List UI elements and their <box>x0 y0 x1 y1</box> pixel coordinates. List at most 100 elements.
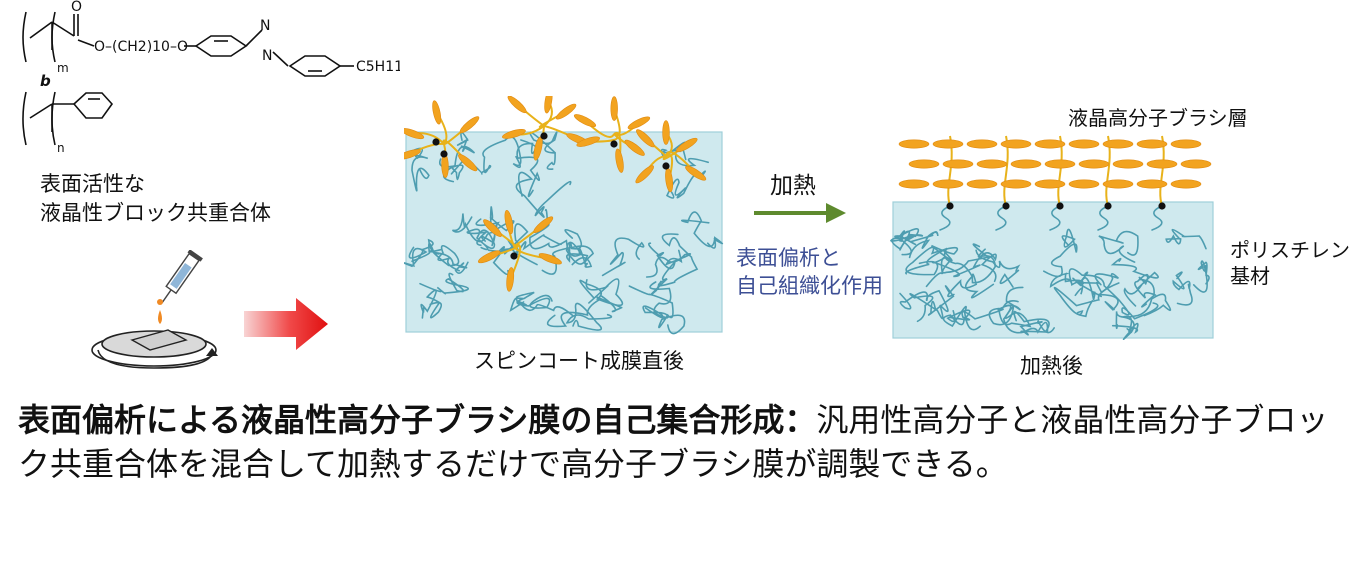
anchor-chain <box>1097 205 1109 231</box>
mesogen-unit <box>1102 179 1134 189</box>
polystyrene-chain <box>905 244 959 276</box>
polystyrene-chain <box>681 211 724 249</box>
mesogen-unit <box>504 210 514 235</box>
heating-label: 加熱 <box>770 173 816 199</box>
polystyrene-chain <box>1043 228 1078 278</box>
mesogen-unit <box>555 103 577 120</box>
film-after-heating <box>890 135 1214 341</box>
anchor-point <box>1002 202 1010 210</box>
polystyrene-chain <box>1078 271 1119 294</box>
spacer-chain-label: O–(CH2)10–O <box>94 39 188 55</box>
anchor-point <box>540 132 548 140</box>
mechanism-label-line2: 自己組織化作用 <box>736 274 883 298</box>
polystyrene-chain <box>420 289 443 319</box>
pentyl-label: C5H11 <box>356 59 400 75</box>
polystyrene-chain <box>579 278 624 307</box>
polystyrene-chain <box>564 228 589 265</box>
polystyrene-chain <box>1134 273 1157 308</box>
mesogen-unit <box>544 96 553 114</box>
mechanism-label-line1: 表面偏析と <box>736 246 841 270</box>
polystyrene-chain <box>404 238 440 268</box>
polystyrene-chain <box>645 249 691 278</box>
mesogen-unit <box>976 159 1008 169</box>
mesogen-unit <box>942 159 974 169</box>
chemical-structure: O O–(CH2)10–O N N C5H11 b m n <box>22 0 400 155</box>
mesogen-unit <box>1136 139 1168 149</box>
polystyrene-chain <box>947 248 997 298</box>
anchor-point <box>1104 202 1112 210</box>
mesogen-unit <box>1068 139 1100 149</box>
mesogen-unit <box>1010 159 1042 169</box>
anchor-point <box>440 150 448 158</box>
mesogen-unit <box>538 253 562 265</box>
polystyrene-chain <box>515 291 553 309</box>
green-arrow <box>754 203 846 223</box>
polystyrene-chain <box>546 295 623 328</box>
mesogen-unit <box>404 149 421 160</box>
mesogen-unit <box>898 179 930 189</box>
anchor-point <box>510 252 518 260</box>
polystyrene-chain <box>411 242 469 274</box>
polystyrene-chain <box>909 285 955 323</box>
mesogen-unit <box>1146 159 1178 169</box>
mesogen-unit <box>1170 139 1202 149</box>
mesogen-unit <box>1102 139 1134 149</box>
mesogen-unit <box>898 139 930 149</box>
mesogen-unit <box>966 179 998 189</box>
anchor-point <box>610 140 618 148</box>
polystyrene-chain <box>1049 272 1084 297</box>
mesogen-unit <box>1170 179 1202 189</box>
mesogen-unit <box>507 96 527 114</box>
mesogen-unit <box>404 128 425 140</box>
substrate-label-line2: 基材 <box>1230 264 1270 288</box>
mesogen-unit <box>635 165 654 184</box>
polystyrene-chain <box>411 147 430 192</box>
mesogen-unit <box>662 120 670 145</box>
mesogen-unit <box>908 159 940 169</box>
mesogen-unit <box>1000 179 1032 189</box>
polystyrene-chain <box>419 272 469 295</box>
block-link-label: b <box>40 72 51 90</box>
film-after-spin-coat <box>404 96 724 335</box>
polystyrene-chain <box>890 227 924 251</box>
polystyrene-chain <box>657 233 699 287</box>
polystyrene-chain <box>529 131 558 170</box>
mesogen-unit <box>685 165 707 181</box>
anchor-chain <box>1151 205 1163 231</box>
polystyrene-chain <box>642 281 672 319</box>
anchor-chain <box>939 205 951 231</box>
polystyrene-chain <box>1072 277 1119 311</box>
polystyrene-chain <box>899 231 939 259</box>
polystyrene-chain <box>988 305 1032 328</box>
copolymer-label-line1: 表面活性な <box>40 172 145 196</box>
anchor-point <box>1158 202 1166 210</box>
spin-coater-icon <box>91 250 218 369</box>
mesogen-unit <box>1044 159 1076 169</box>
polystyrene-chain <box>487 223 529 276</box>
polystyrene-chain <box>1098 230 1139 263</box>
anchor-chain <box>1049 205 1061 231</box>
caption-title: 表面偏析による液晶性高分子ブラシ膜の自己集合形成： <box>18 401 817 439</box>
anchor-chain <box>995 205 1007 231</box>
mesogen-unit <box>615 148 624 173</box>
mesogen-unit <box>1078 159 1110 169</box>
mesogen-unit <box>459 116 480 134</box>
mesogen-unit <box>610 96 618 121</box>
mesogen-unit <box>1180 159 1212 169</box>
azo-n2-label: N <box>262 48 272 64</box>
anchor-point <box>1056 202 1064 210</box>
mesogen-unit <box>432 100 442 125</box>
mesogen-unit <box>502 128 526 139</box>
polystyrene-chain <box>948 286 1024 321</box>
after-spin-coat-label: スピンコート成膜直後 <box>474 349 684 373</box>
anchor-point <box>662 162 670 170</box>
mesogen-unit <box>1112 159 1144 169</box>
polystyrene-chain <box>1111 315 1139 341</box>
mesogen-unit <box>627 116 651 130</box>
subscript-m: m <box>57 61 69 75</box>
after-heating-label: 加熱後 <box>1020 354 1083 378</box>
subscript-n: n <box>57 141 65 155</box>
mesogen-unit <box>1068 179 1100 189</box>
mesogen-unit <box>932 179 964 189</box>
carbonyl-oxygen-label: O <box>71 0 82 15</box>
